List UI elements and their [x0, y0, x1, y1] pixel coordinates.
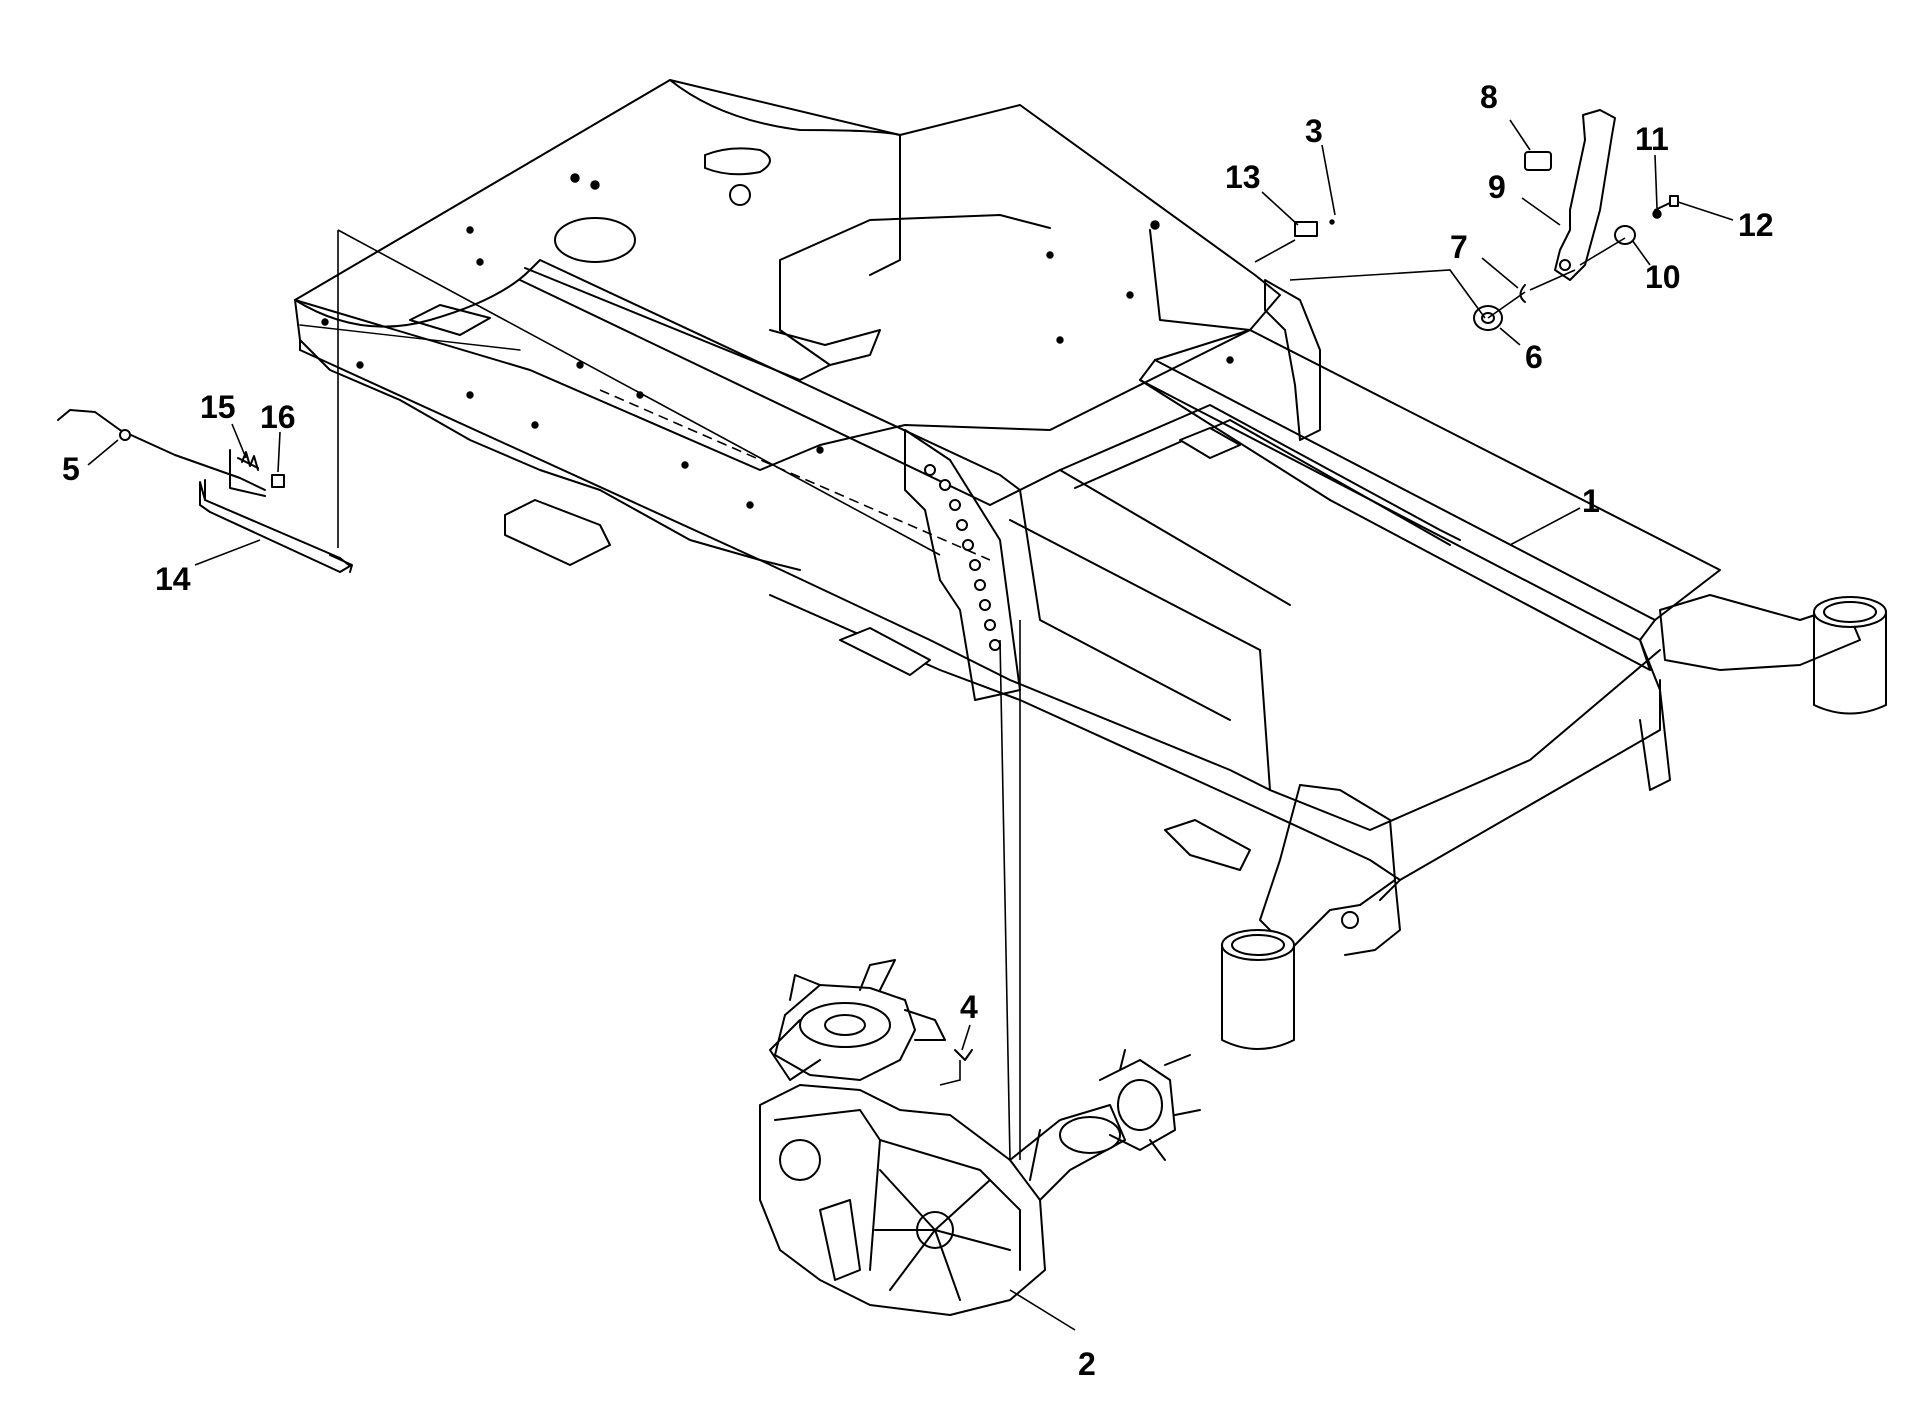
- callout-2: 2: [1078, 1346, 1096, 1382]
- bolt: [1654, 195, 1679, 211]
- assembly-lines: [337, 229, 1626, 1161]
- main-frame: [294, 79, 1887, 1050]
- callout-11: 11: [1635, 121, 1669, 157]
- callout-5: 5: [62, 451, 80, 487]
- transaxle-assembly: [759, 959, 1201, 1316]
- control-rod: [57, 409, 266, 491]
- callout-16: 16: [260, 399, 296, 435]
- callout-7: 7: [1450, 229, 1468, 265]
- callout-10: 10: [1645, 259, 1681, 295]
- lever: [1554, 109, 1616, 281]
- callout-4: 4: [960, 989, 978, 1025]
- callout-8: 8: [1480, 79, 1498, 115]
- callout-3: 3: [1305, 113, 1323, 149]
- hairpin: [954, 1049, 973, 1061]
- callout-12: 12: [1738, 207, 1774, 243]
- callout-9: 9: [1488, 169, 1506, 205]
- callout-14: 14: [155, 561, 191, 597]
- nut: [271, 474, 285, 488]
- lock-nut: [1652, 209, 1662, 219]
- grip: [1524, 151, 1552, 171]
- callout-13: 13: [1225, 159, 1261, 195]
- leader-lines: [87, 119, 1734, 1331]
- callout-15: 15: [200, 389, 236, 425]
- callout-labels: 1 2 3 4 5 6 7 8 9 10 11 12 13 14 15 16: [62, 79, 1774, 1382]
- switch: [1294, 221, 1318, 237]
- callout-1: 1: [1582, 483, 1600, 519]
- spring: [229, 449, 266, 497]
- washer: [1614, 225, 1636, 245]
- callout-6: 6: [1525, 339, 1543, 375]
- bracket: [199, 479, 353, 573]
- pin: [1329, 219, 1335, 225]
